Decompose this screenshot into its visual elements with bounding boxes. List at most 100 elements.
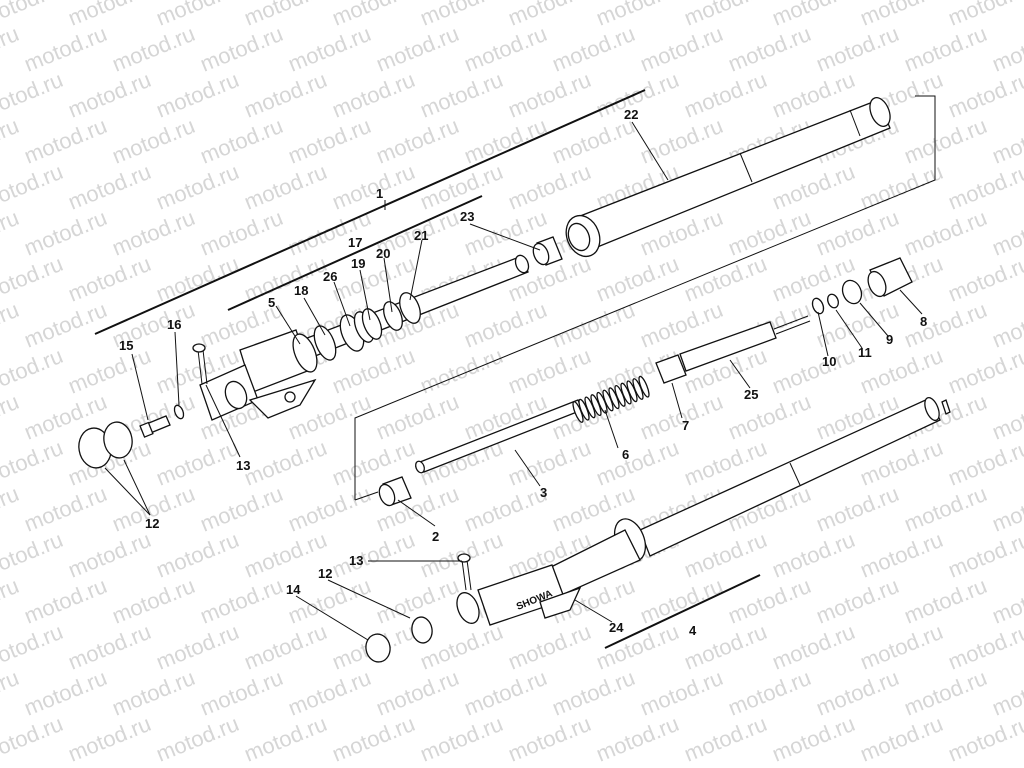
watermark-text: motod.ru	[989, 481, 1024, 537]
watermark-text: motod.ru	[857, 619, 947, 675]
watermark-text: motod.ru	[65, 251, 155, 307]
watermark-text: motod.ru	[989, 665, 1024, 721]
watermark-text: motod.ru	[21, 665, 111, 721]
watermark-text: motod.ru	[813, 205, 903, 261]
watermark-text: motod.ru	[945, 159, 1024, 215]
fasteners-top	[78, 343, 208, 469]
watermark-text: motod.ru	[109, 665, 199, 721]
watermark-text: motod.ru	[417, 711, 507, 767]
watermark-text: motod.ru	[109, 21, 199, 77]
watermark-text: motod.ru	[197, 481, 287, 537]
watermark-text: motod.ru	[417, 343, 507, 399]
watermark-text: motod.ru	[989, 205, 1024, 261]
watermark-text: motod.ru	[0, 205, 22, 261]
watermark-text: motod.ru	[241, 527, 331, 583]
watermark-text: motod.ru	[549, 21, 639, 77]
watermark-text: motod.ru	[813, 481, 903, 537]
watermark-text: motod.ru	[945, 527, 1024, 583]
watermark-text: motod.ru	[65, 527, 155, 583]
callout-6: 6	[622, 447, 629, 462]
watermark-text: motod.ru	[0, 665, 22, 721]
watermark-text: motod.ru	[945, 619, 1024, 675]
watermark-text: motod.ru	[241, 67, 331, 123]
watermark-text: motod.ru	[637, 113, 727, 169]
watermark-text: motod.ru	[505, 711, 595, 767]
watermark-text: motod.ru	[989, 21, 1024, 77]
fasteners-bottom	[365, 553, 472, 663]
leader-lines	[104, 121, 923, 641]
bushing-23	[532, 236, 563, 266]
watermark-text: motod.ru	[945, 0, 1024, 31]
watermark-text: motod.ru	[901, 665, 991, 721]
watermark-text: motod.ru	[637, 573, 727, 629]
outer-tube-22	[565, 97, 891, 258]
watermark-text: motod.ru	[549, 665, 639, 721]
watermark-text: motod.ru	[197, 573, 287, 629]
watermark-text: motod.ru	[109, 205, 199, 261]
damper-cartridge	[415, 257, 913, 474]
watermark-text: motod.ru	[0, 389, 22, 445]
watermark-text: motod.ru	[417, 0, 507, 31]
callout-11: 11	[858, 345, 872, 360]
callout-25: 25	[744, 387, 758, 402]
callout-15: 15	[119, 338, 133, 353]
watermark-text: motod.ru	[65, 711, 155, 767]
seal-rings	[313, 292, 421, 361]
assembled-fork-4: SHOWA	[456, 396, 951, 626]
watermark-text: motod.ru	[417, 67, 507, 123]
callout-8: 8	[920, 314, 927, 329]
callout-7: 7	[682, 418, 689, 433]
watermark-text: motod.ru	[0, 573, 22, 629]
watermark-text: motod.ru	[285, 665, 375, 721]
watermark-text: motod.ru	[725, 665, 815, 721]
watermark-text: motod.ru	[945, 343, 1024, 399]
callout-12-top: 12	[145, 516, 159, 531]
watermark-text: motod.ru	[681, 0, 771, 31]
watermark-text: motod.ru	[769, 619, 859, 675]
watermark-text: motod.ru	[989, 389, 1024, 445]
watermark-text: motod.ru	[0, 297, 22, 353]
watermark-text: motod.ru	[65, 619, 155, 675]
watermark-text: motod.ru	[505, 67, 595, 123]
watermark-text: motod.ru	[461, 481, 551, 537]
watermark-text: motod.ru	[109, 573, 199, 629]
watermark-text: motod.ru	[681, 711, 771, 767]
watermark-text: motod.ru	[285, 481, 375, 537]
callout-3: 3	[540, 485, 547, 500]
watermark-text: motod.ru	[769, 711, 859, 767]
watermark-text: motod.ru	[21, 113, 111, 169]
watermark-text: motod.ru	[0, 481, 22, 537]
watermark-text: motod.ru	[681, 67, 771, 123]
watermark-text: motod.ru	[373, 113, 463, 169]
callout-labels: 1 2 3 4 5 6 7 8 9 10 11 12 12 13 13 14 1…	[119, 107, 927, 638]
callout-23: 23	[460, 209, 474, 224]
watermark-text: motod.ru	[373, 389, 463, 445]
watermark-text: motod.ru	[241, 619, 331, 675]
callout-13-bottom: 13	[349, 553, 363, 568]
watermark-text: motod.ru	[329, 343, 419, 399]
watermark-text: motod.ru	[285, 113, 375, 169]
watermark-text: motod.ru	[153, 251, 243, 307]
callout-1: 1	[376, 186, 383, 201]
watermark-text: motod.ru	[857, 527, 947, 583]
watermark-text: motod.ru	[945, 251, 1024, 307]
watermark-text: motod.ru	[373, 21, 463, 77]
watermark-text: motod.ru	[725, 21, 815, 77]
watermark-text: motod.ru	[0, 113, 22, 169]
watermark-text: motod.ru	[901, 113, 991, 169]
callout-21: 21	[414, 228, 428, 243]
callout-16: 16	[167, 317, 181, 332]
callout-17: 17	[348, 235, 362, 250]
watermark-text: motod.ru	[153, 619, 243, 675]
callout-12-bottom: 12	[318, 566, 332, 581]
watermark-text: motod.ru	[725, 389, 815, 445]
watermark-text: motod.ru	[197, 21, 287, 77]
watermark-text: motod.ru	[549, 297, 639, 353]
watermark-text: motod.ru	[637, 665, 727, 721]
callout-9: 9	[886, 332, 893, 347]
watermark-text: motod.ru	[153, 0, 243, 31]
watermark-text: motod.ru	[461, 297, 551, 353]
watermark-text: motod.ru	[241, 435, 331, 491]
watermark-text: motod.ru	[329, 0, 419, 31]
watermark-text: motod.ru	[21, 21, 111, 77]
